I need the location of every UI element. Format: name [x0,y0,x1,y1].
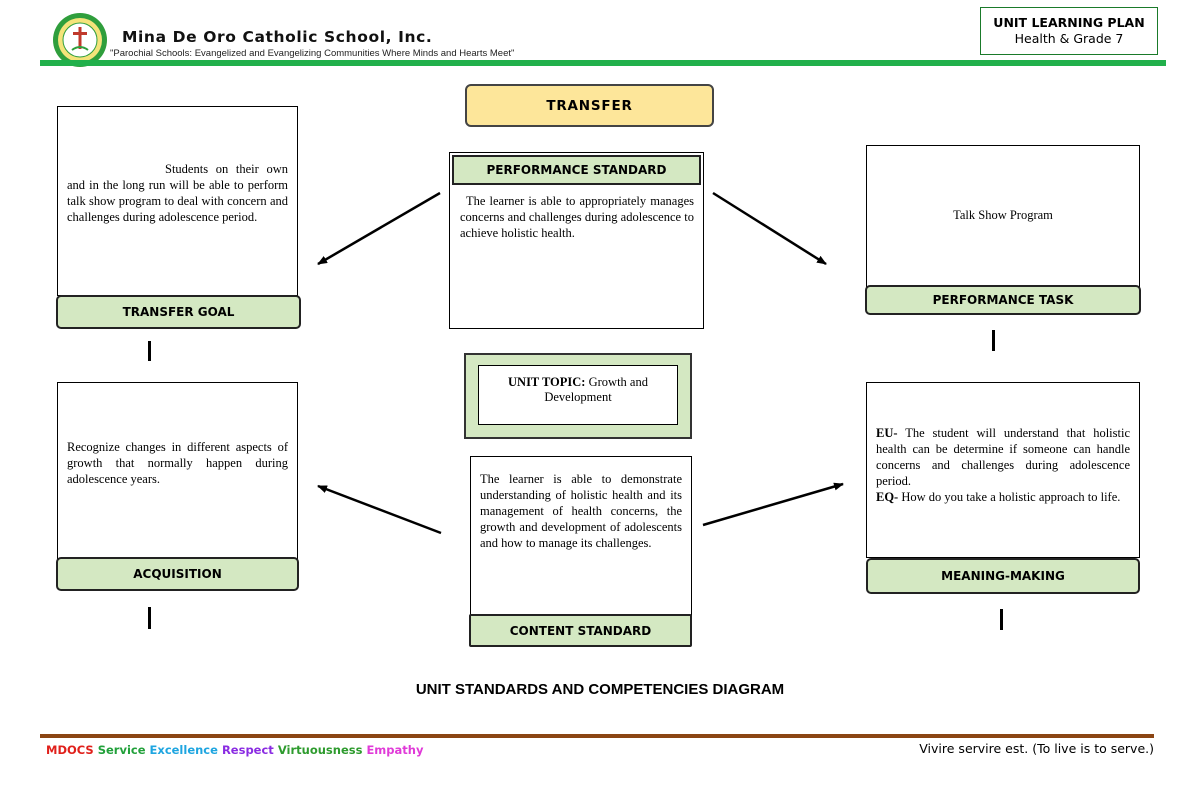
eu-text: The student will understand that holisti… [876,426,1130,488]
value-service: Service [97,743,146,757]
content-standard-text: The learner is able to demonstrate under… [480,472,682,550]
acquisition-box: Recognize changes in different aspects o… [57,382,298,560]
performance-task-box: Talk Show Program [866,145,1140,288]
value-empathy: Empathy [366,743,424,757]
eu-prefix: EU- [876,426,898,440]
performance-standard-header: PERFORMANCE STANDARD [452,155,701,185]
performance-standard-label: PERFORMANCE STANDARD [486,163,667,177]
footer-divider [40,734,1154,738]
core-values: MDOCS Service Excellence Respect Virtuou… [46,743,423,757]
performance-standard-text: The learner is able to appropriately man… [460,194,694,240]
school-seal-logo [52,12,108,68]
performance-task-text: Talk Show Program [953,208,1053,222]
arrow-to-meaning-making [702,482,844,527]
transfer-goal-box: Students on their own and in the long ru… [57,106,298,296]
eq-text: How do you take a holistic approach to l… [901,490,1121,504]
transfer-goal-text: Students on their own and in the long ru… [67,162,288,224]
unit-topic-prefix: UNIT TOPIC: [508,375,586,389]
diagram-title: UNIT STANDARDS AND COMPETENCIES DIAGRAM [415,681,785,698]
meaning-making-box: EU- The student will understand that hol… [866,382,1140,558]
connector-tick [148,607,151,629]
value-mdocs: MDOCS [46,743,94,757]
transfer-goal-label: TRANSFER GOAL [56,295,301,329]
value-excellence: Excellence [149,743,218,757]
header-divider [40,60,1166,66]
connector-tick [992,330,995,351]
arrow-to-performance-task [712,191,827,266]
connector-tick [1000,609,1003,630]
eu-statement: EU- The student will understand that hol… [876,425,1130,489]
unit-topic-frame: UNIT TOPIC: Growth and Development [464,353,692,439]
acquisition-text: Recognize changes in different aspects o… [67,440,288,486]
value-respect: Respect [221,743,274,757]
school-motto: "Parochial Schools: Evangelized and Evan… [110,48,515,59]
acquisition-label: ACQUISITION [56,557,299,591]
value-virtuousness: Virtuousness [277,743,363,757]
arrow-to-acquisition [317,484,442,535]
connector-tick [148,341,151,361]
plan-subtitle: Health & Grade 7 [1014,31,1124,46]
arrow-to-transfer-goal [317,191,441,266]
meaning-making-label: MEANING-MAKING [866,558,1140,594]
unit-plan-box: UNIT LEARNING PLAN Health & Grade 7 [980,7,1158,55]
footer-tagline: Vivire servire est. (To live is to serve… [919,741,1154,756]
unit-topic-box: UNIT TOPIC: Growth and Development [478,365,678,425]
content-standard-box: The learner is able to demonstrate under… [470,456,692,616]
plan-title: UNIT LEARNING PLAN [993,15,1145,30]
eq-prefix: EQ- [876,490,899,504]
transfer-header: TRANSFER [465,84,714,127]
performance-task-label: PERFORMANCE TASK [865,285,1141,315]
school-name: Mina De Oro Catholic School, Inc. [122,28,433,46]
unit-topic-text: Growth and Development [544,375,648,404]
content-standard-label: CONTENT STANDARD [469,614,692,647]
eq-statement: EQ- How do you take a holistic approach … [876,489,1130,505]
